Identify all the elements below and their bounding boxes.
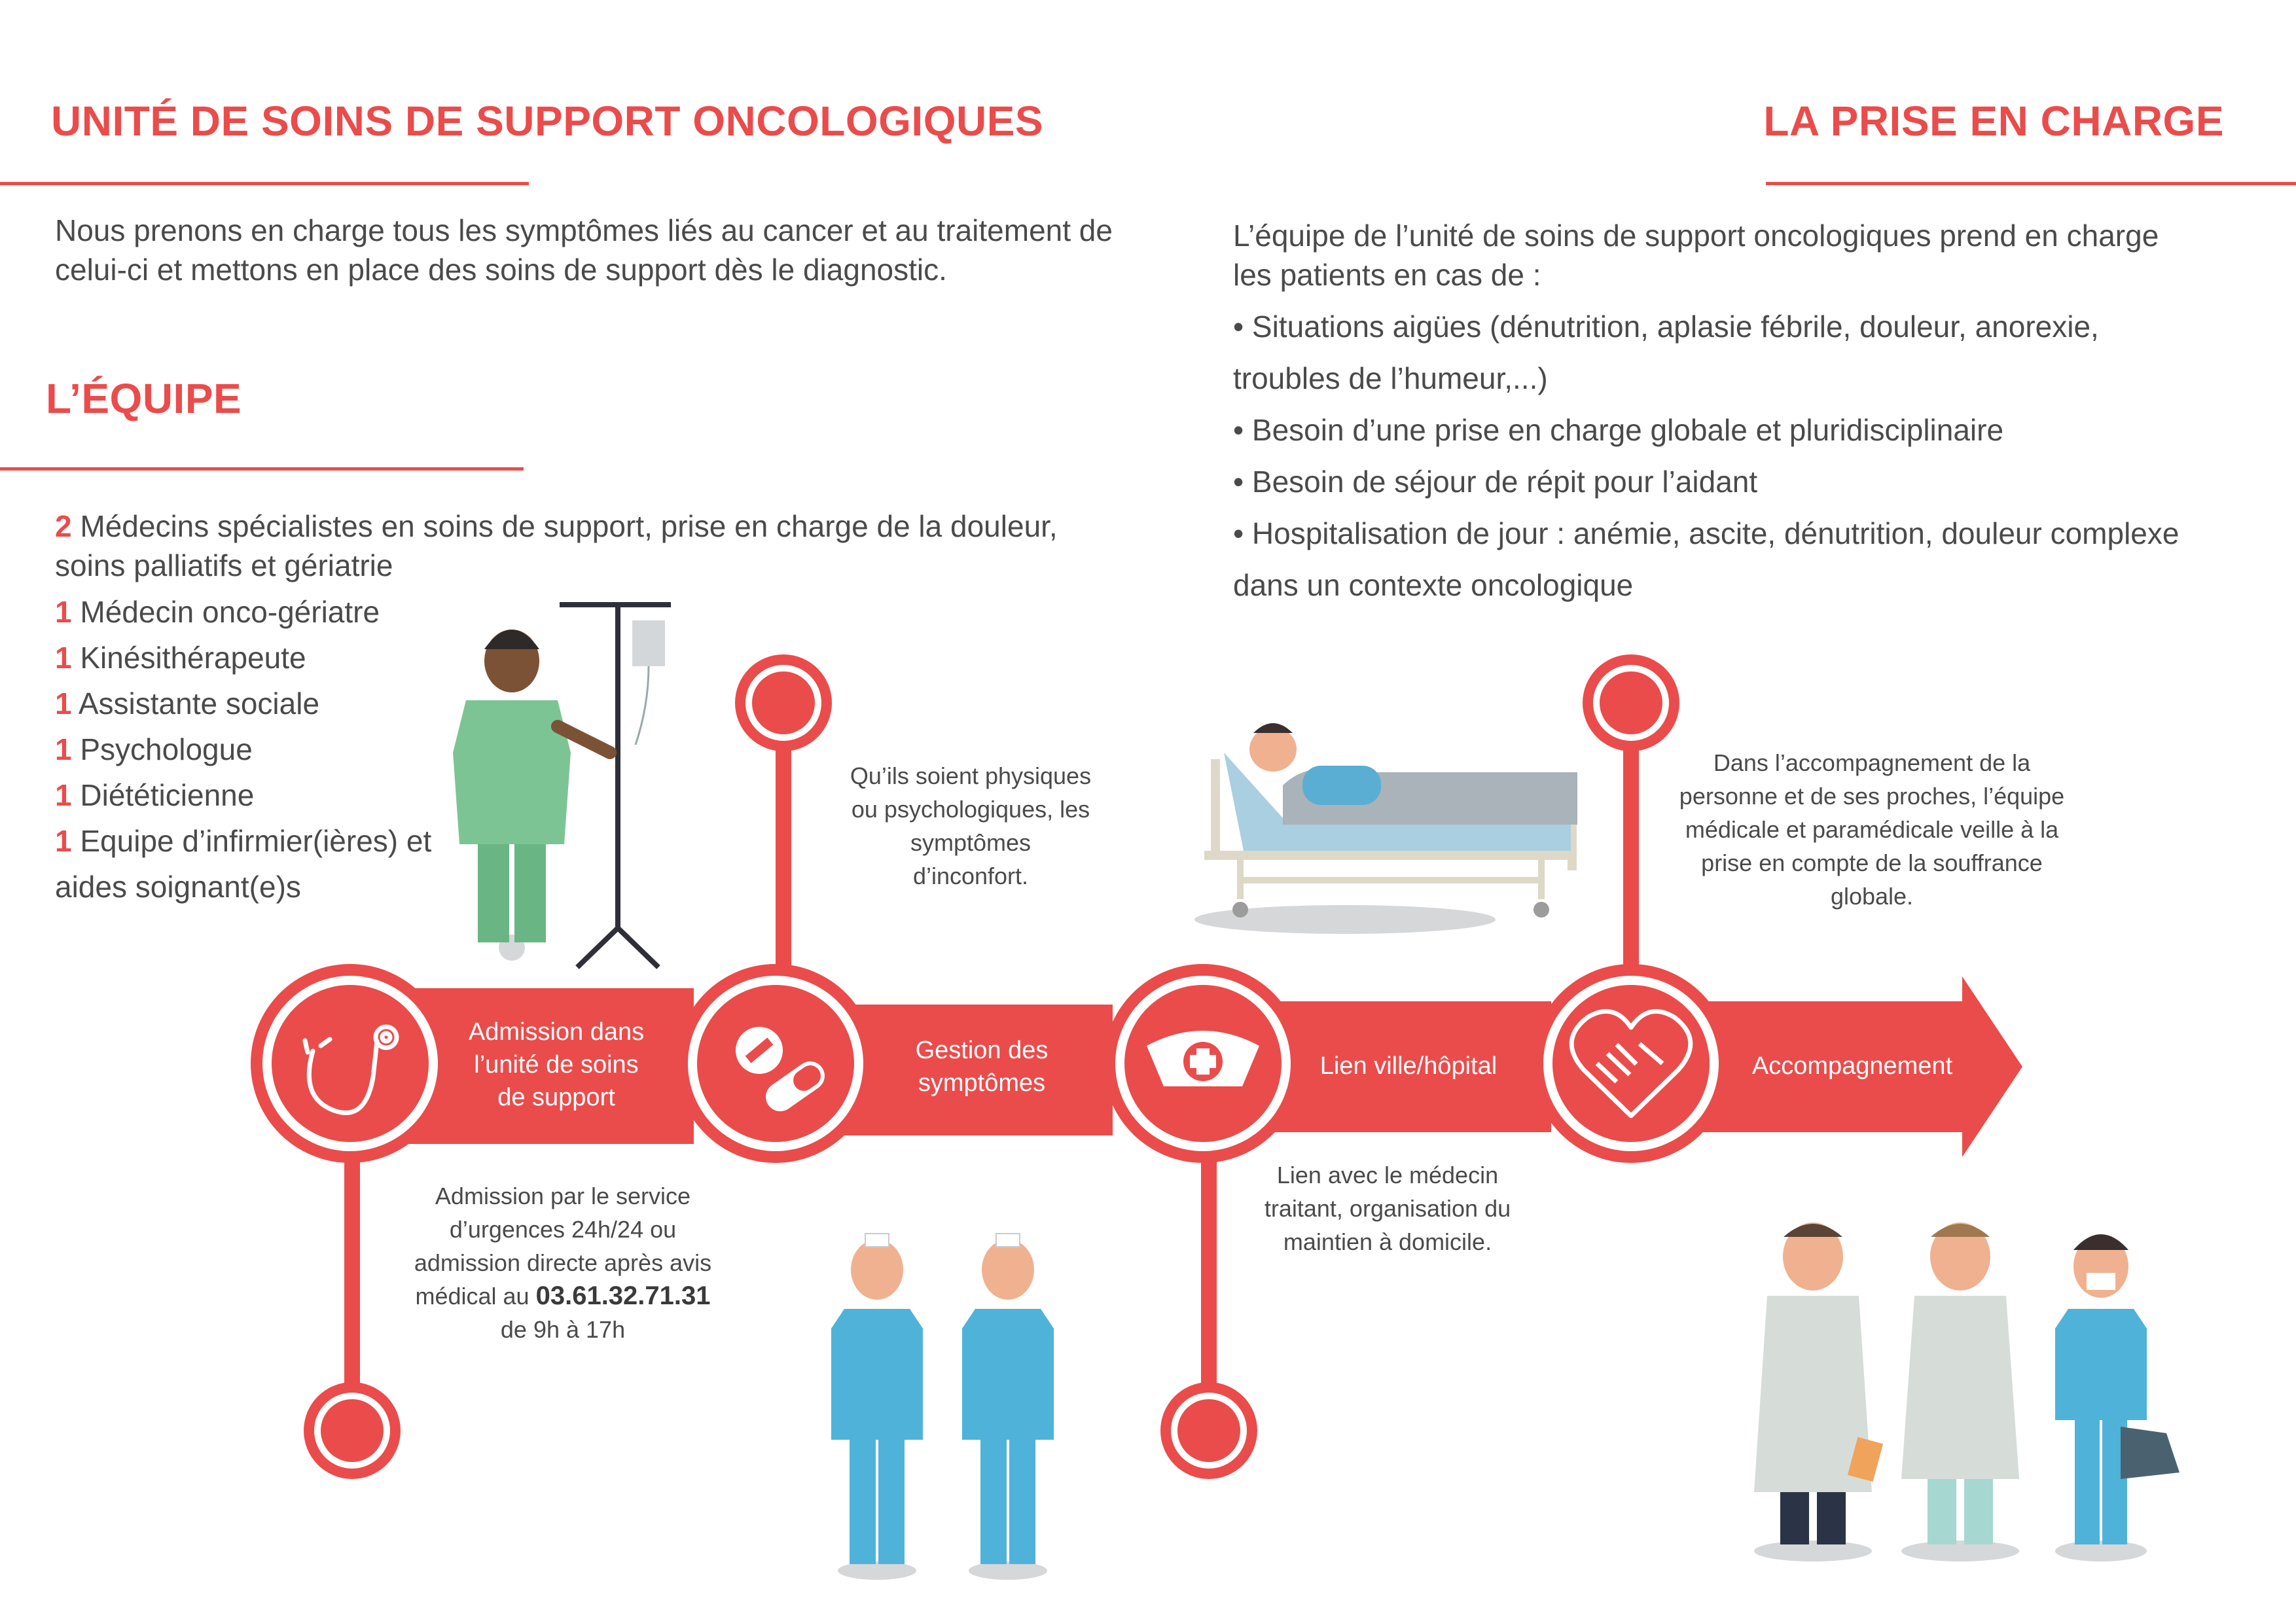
team-item: 1 Diététicienne	[55, 778, 255, 812]
dot-admission	[304, 1382, 401, 1479]
admission-description: Admission par le service d’urgences 24h/…	[414, 1183, 712, 1343]
team-item: 1 Médecin onco-gériatre	[55, 595, 380, 629]
unit-intro: Nous prenons en charge tous les symptôme…	[55, 213, 1113, 287]
team-list: 2 Médecins spécialistes en soins de supp…	[55, 507, 1069, 910]
support-description: Dans l’accompagnement de la personne et …	[1679, 749, 2065, 910]
care-bullet: • Besoin de séjour de répit pour l’aidan…	[1233, 465, 1758, 499]
step-symptoms-label: Gestion des symptômes	[915, 1037, 1049, 1097]
unit-title: UNITÉ DE SOINS DE SUPPORT ONCOLOGIQUES	[51, 98, 1044, 145]
admission-phone: 03.61.32.71.31	[535, 1281, 711, 1310]
connector-symptoms	[776, 707, 791, 982]
team-item: 1 Assistante sociale	[55, 687, 320, 721]
patient-figure-illustration	[453, 630, 617, 961]
care-bullets: • Situations aigües (dénutrition, aplasi…	[1233, 301, 2208, 611]
team-title: L’ÉQUIPE	[46, 375, 242, 422]
connector-admission	[344, 1119, 360, 1433]
care-title: LA PRISE EN CHARGE	[1763, 98, 2224, 145]
dot-support	[1583, 654, 1679, 751]
nurse-cap-icon	[1147, 1031, 1259, 1086]
nurses-illustration	[831, 1233, 1054, 1580]
circle-admission	[251, 964, 450, 1163]
team-item: 2 Médecins spécialistes en soins de supp…	[55, 509, 1058, 582]
step-link-label: Lien ville/hôpital	[1319, 1052, 1498, 1080]
hospital-bed-illustration	[1194, 723, 1577, 934]
stethoscope-icon	[302, 1024, 399, 1115]
care-bullet: • Situations aigües (dénutrition, aplasi…	[1233, 310, 2099, 395]
symptoms-description: Qu’ils soient physiques ou psychologique…	[850, 762, 1092, 889]
unit-title-rule	[0, 182, 529, 185]
dot-link	[1160, 1382, 1257, 1479]
step-admission-label: Admission dans l’unité de soins de suppo…	[468, 1018, 645, 1111]
link-description: Lien avec le médecin traitant, organisat…	[1264, 1162, 1511, 1255]
team-title-rule	[0, 467, 524, 471]
arrow-head	[1649, 976, 2022, 1157]
medical-team-illustration	[1754, 1222, 2179, 1561]
circle-support	[1532, 964, 1731, 1163]
dot-symptoms	[735, 654, 832, 751]
team-item: 1 Equipe d’infirmier(ières) et aides soi…	[55, 824, 432, 904]
pills-icon	[736, 1027, 825, 1112]
care-bullet: • Hospitalisation de jour : anémie, asci…	[1233, 516, 2179, 602]
care-intro: L’équipe de l’unité de soins de support …	[1233, 219, 2159, 292]
iv-pole-illustration	[560, 602, 671, 969]
team-item: 1 Kinésithérapeute	[55, 641, 306, 675]
care-bullet: • Besoin d’une prise en charge globale e…	[1233, 413, 2004, 447]
heart-handshake-icon	[1569, 1008, 1693, 1118]
team-item: 1 Psychologue	[55, 732, 253, 766]
step-support-label: Accompagnement	[1751, 1052, 1953, 1080]
care-title-rule	[1766, 182, 2296, 185]
connector-support	[1623, 707, 1639, 982]
